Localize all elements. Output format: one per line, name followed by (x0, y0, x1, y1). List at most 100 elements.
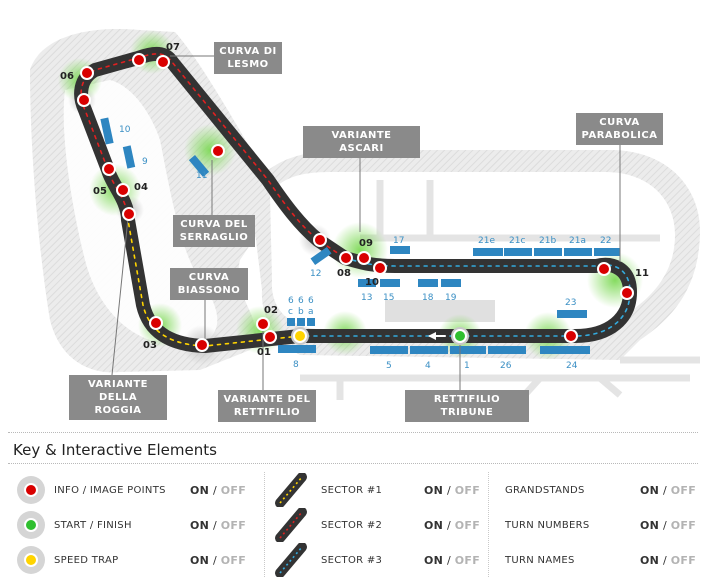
turn-name-roggia: VARIANTE DELLA ROGGIA (69, 375, 167, 420)
toggle-turn-names[interactable]: ON / OFF (640, 554, 696, 567)
key-label-start-finish: START / FINISH (54, 520, 132, 531)
toggle-grandstands[interactable]: ON / OFF (640, 484, 696, 497)
circuit-map: 10 9 11 12 17 21e 21c 21b 21a 22 13 15 1… (30, 29, 700, 403)
info-point-icon[interactable] (597, 262, 611, 276)
info-points[interactable] (77, 53, 634, 352)
toggle-slash: / (443, 554, 455, 567)
grandstand-label: 21c (509, 236, 525, 246)
grandstands (100, 117, 620, 354)
info-point-icon[interactable] (263, 330, 277, 344)
grandstand-label: 22 (600, 236, 611, 246)
grandstand-label: 24 (566, 361, 578, 371)
info-point-icon[interactable] (357, 251, 371, 265)
info-point-icon[interactable] (313, 233, 327, 247)
service-roads (300, 180, 700, 403)
turn-number: 11 (635, 268, 649, 279)
turn-number: 03 (143, 340, 157, 351)
turn-numbers: 07 06 05 04 03 02 01 09 08 10 11 (60, 42, 649, 358)
toggle-turn-numbers[interactable]: ON / OFF (640, 519, 696, 532)
grandstand-label: 12 (310, 269, 321, 279)
toggle-off[interactable]: OFF (670, 484, 697, 497)
toggle-off[interactable]: OFF (454, 554, 481, 567)
key-label-turn-numbers: TURN NUMBERS (505, 520, 590, 531)
speed-trap-icon[interactable] (291, 327, 309, 345)
toggle-sector-2[interactable]: ON / OFF (424, 519, 480, 532)
turn-number: 04 (134, 182, 148, 193)
grandstand-label: a (308, 307, 314, 317)
toggle-slash: / (443, 484, 455, 497)
info-point-icon[interactable] (80, 66, 94, 80)
info-point-icon[interactable] (132, 53, 146, 67)
turn-name-tribune: RETTIFILIO TRIBUNE (405, 390, 529, 422)
toggle-off[interactable]: OFF (220, 484, 247, 497)
turn-number: 07 (166, 42, 180, 53)
sector-1-icon (275, 473, 307, 507)
info-point-icon[interactable] (102, 162, 116, 176)
key-title: Key & Interactive Elements (13, 441, 217, 459)
toggle-on[interactable]: ON (640, 484, 660, 497)
toggle-slash: / (209, 554, 221, 567)
toggle-on[interactable]: ON (424, 484, 444, 497)
grandstand-labels: 10 9 11 12 17 21e 21c 21b 21a 22 13 15 1… (119, 125, 611, 371)
key-separator (8, 432, 698, 433)
turn-name-parabolica: CURVA PARABOLICA (576, 113, 663, 145)
sector-3-icon (275, 543, 307, 577)
pit-building (385, 300, 495, 322)
grandstand-label: 15 (383, 293, 394, 303)
start-finish-icon[interactable] (451, 327, 469, 345)
toggle-on[interactable]: ON (640, 519, 660, 532)
info-point-icon[interactable] (77, 93, 91, 107)
speed-trap-icon (17, 546, 45, 574)
grandstand-label: 6 (288, 296, 294, 306)
toggle-off[interactable]: OFF (454, 519, 481, 532)
grandstand-label: 1 (464, 361, 470, 371)
key-column-divider (488, 472, 489, 577)
toggle-on[interactable]: ON (424, 519, 444, 532)
toggle-on[interactable]: ON (640, 554, 660, 567)
grandstand-label: 13 (361, 293, 372, 303)
info-point-icon[interactable] (620, 286, 634, 300)
info-point-icon[interactable] (256, 317, 270, 331)
turn-number: 08 (337, 268, 351, 279)
info-point-icon[interactable] (122, 207, 136, 221)
info-point-icon[interactable] (564, 329, 578, 343)
key-label-turn-names: TURN NAMES (505, 555, 575, 566)
turn-name-ascari: VARIANTE ASCARI (303, 126, 420, 158)
toggle-start-finish[interactable]: ON / OFF (190, 519, 246, 532)
grandstand-label: 17 (393, 236, 404, 246)
toggle-slash: / (659, 554, 671, 567)
toggle-slash: / (209, 484, 221, 497)
grandstand-label: 21e (478, 236, 495, 246)
grandstand-label: 11 (196, 171, 207, 181)
toggle-speed-trap[interactable]: ON / OFF (190, 554, 246, 567)
grandstand-label: 4 (425, 361, 431, 371)
toggle-off[interactable]: OFF (670, 554, 697, 567)
toggle-off[interactable]: OFF (220, 519, 247, 532)
info-point-icon[interactable] (116, 183, 130, 197)
toggle-on[interactable]: ON (190, 484, 210, 497)
info-point-icon[interactable] (339, 251, 353, 265)
info-point-icon[interactable] (195, 338, 209, 352)
grandstand-label: 10 (119, 125, 131, 135)
toggle-on[interactable]: ON (424, 554, 444, 567)
grandstand-label: 26 (500, 361, 512, 371)
toggle-sector-1[interactable]: ON / OFF (424, 484, 480, 497)
grandstand-label: b (298, 307, 304, 317)
toggle-off[interactable]: OFF (454, 484, 481, 497)
info-point-icon[interactable] (149, 316, 163, 330)
info-point-icon[interactable] (211, 144, 225, 158)
toggle-sector-3[interactable]: ON / OFF (424, 554, 480, 567)
turn-number: 10 (365, 277, 379, 288)
toggle-on[interactable]: ON (190, 519, 210, 532)
key-title-separator (8, 463, 698, 464)
toggle-off[interactable]: OFF (670, 519, 697, 532)
toggle-off[interactable]: OFF (220, 554, 247, 567)
turn-name-rettifilio: VARIANTE DEL RETTIFILIO (218, 390, 316, 422)
toggle-info-points[interactable]: ON / OFF (190, 484, 246, 497)
toggle-slash: / (443, 519, 455, 532)
info-point-icon[interactable] (373, 261, 387, 275)
info-point-icon[interactable] (156, 55, 170, 69)
grandstand-label: 21b (539, 236, 556, 246)
grandstand-label: 9 (142, 157, 148, 167)
toggle-on[interactable]: ON (190, 554, 210, 567)
